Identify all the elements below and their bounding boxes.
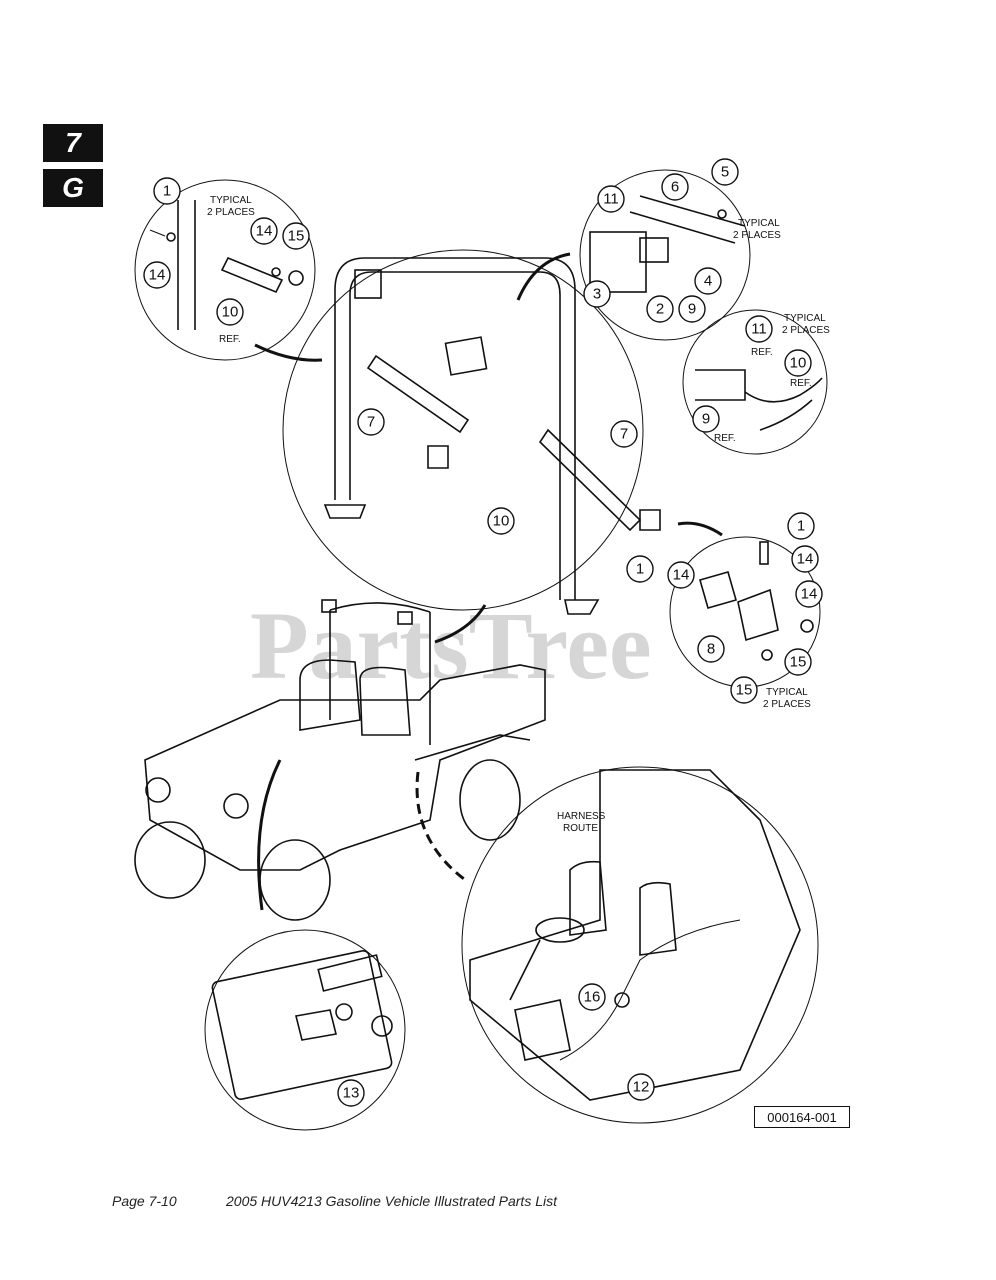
callout: 7 xyxy=(610,420,638,448)
callout: 10 xyxy=(784,349,812,377)
callout: 13 xyxy=(337,1079,365,1107)
svg-text:12: 12 xyxy=(633,1079,650,1096)
svg-text:3: 3 xyxy=(593,286,601,303)
svg-text:15: 15 xyxy=(288,228,305,245)
chapter-tab: 7 xyxy=(43,124,103,162)
note-typical-3: TYPICAL xyxy=(784,313,826,324)
callout: 2 xyxy=(646,295,674,323)
callout: 1 xyxy=(626,555,654,583)
svg-text:9: 9 xyxy=(688,301,696,318)
svg-text:8: 8 xyxy=(707,641,715,658)
arrow-panel-to-vehicle xyxy=(257,759,282,911)
note-typical-1: TYPICAL xyxy=(210,195,252,206)
svg-text:14: 14 xyxy=(149,267,166,284)
note-route: ROUTE xyxy=(563,823,598,834)
watermark: PartsTree xyxy=(250,592,652,699)
callout: 9 xyxy=(692,405,720,433)
svg-text:9: 9 xyxy=(702,411,710,428)
svg-text:16: 16 xyxy=(584,989,601,1006)
callout: 8 xyxy=(697,635,725,663)
note-places-4: 2 PLACES xyxy=(763,699,811,710)
arrow-clamp-to-rollbar xyxy=(254,343,323,362)
note-ref-1: REF. xyxy=(219,334,241,345)
svg-text:1: 1 xyxy=(163,183,171,200)
svg-text:14: 14 xyxy=(797,551,814,568)
figure-id-box: 000164-001 xyxy=(754,1106,850,1128)
svg-text:14: 14 xyxy=(256,223,273,240)
note-harness: HARNESS xyxy=(557,811,606,822)
svg-text:7: 7 xyxy=(620,426,628,443)
panel-detail-circle xyxy=(204,929,406,1131)
svg-text:7: 7 xyxy=(367,414,375,431)
callout: 3 xyxy=(583,280,611,308)
note-typical-2: TYPICAL xyxy=(738,218,780,229)
callout: 10 xyxy=(216,298,244,326)
svg-text:14: 14 xyxy=(673,567,690,584)
arrow-harness-to-vehicle xyxy=(415,771,469,884)
light-detail-circle xyxy=(579,169,751,341)
note-places-2: 2 PLACES xyxy=(733,230,781,241)
note-places-3: 2 PLACES xyxy=(782,325,830,336)
svg-text:1: 1 xyxy=(797,518,805,535)
harness-detail-circle xyxy=(461,766,819,1124)
bracket-detail xyxy=(699,541,814,661)
vehicle-illustration xyxy=(134,599,546,921)
arrow-rollbar-to-vehicle xyxy=(434,604,487,644)
svg-text:10: 10 xyxy=(222,304,239,321)
note-ref-4: REF. xyxy=(714,433,736,444)
note-ref-3: REF. xyxy=(790,378,812,389)
harness-detail xyxy=(469,769,801,1101)
callout: 14 xyxy=(791,545,819,573)
arrow-bracket-to-rollbar xyxy=(677,521,723,537)
svg-text:13: 13 xyxy=(343,1085,360,1102)
svg-text:6: 6 xyxy=(671,179,679,196)
svg-text:11: 11 xyxy=(603,191,619,208)
arrow-light-to-rollbar xyxy=(516,252,571,301)
callout: 15 xyxy=(730,676,758,704)
note-typical-4: TYPICAL xyxy=(766,687,808,698)
svg-text:14: 14 xyxy=(801,586,818,603)
svg-text:1: 1 xyxy=(636,561,644,578)
callout: 4 xyxy=(694,267,722,295)
section-tab: G xyxy=(43,169,103,207)
wiring-detail-circle xyxy=(682,309,828,455)
note-ref-2: REF. xyxy=(751,347,773,358)
callout: 6 xyxy=(661,173,689,201)
callout: 7 xyxy=(357,408,385,436)
svg-text:10: 10 xyxy=(790,355,807,372)
callout: 10 xyxy=(487,507,515,535)
note-places-1: 2 PLACES xyxy=(207,207,255,218)
callout: 9 xyxy=(678,295,706,323)
rollbar-assembly xyxy=(323,257,661,615)
svg-text:4: 4 xyxy=(704,273,712,290)
svg-text:15: 15 xyxy=(736,682,753,699)
callout: 12 xyxy=(627,1073,655,1101)
callout: 11 xyxy=(597,185,625,213)
callout: 15 xyxy=(784,648,812,676)
callout: 14 xyxy=(143,261,171,289)
callout: 1 xyxy=(787,512,815,540)
panel-detail xyxy=(211,949,393,1101)
footer-document-title: 2005 HUV4213 Gasoline Vehicle Illustrate… xyxy=(226,1193,557,1209)
callout: 14 xyxy=(795,580,823,608)
clamp-detail xyxy=(149,200,304,330)
callout: 5 xyxy=(711,158,739,186)
callout: 16 xyxy=(578,983,606,1011)
footer-page-number: Page 7-10 xyxy=(112,1193,177,1209)
clamp-detail-circle xyxy=(134,179,316,361)
callout: 11 xyxy=(745,315,773,343)
svg-text:15: 15 xyxy=(790,654,807,671)
svg-text:5: 5 xyxy=(721,164,729,181)
callout: 15 xyxy=(282,222,310,250)
rollbar-detail-circle xyxy=(282,249,644,611)
light-detail xyxy=(589,195,746,293)
svg-text:2: 2 xyxy=(656,301,664,318)
svg-text:10: 10 xyxy=(493,513,510,530)
callout: 14 xyxy=(250,217,278,245)
callout: 1 xyxy=(153,177,181,205)
callout: 14 xyxy=(667,561,695,589)
wiring-detail xyxy=(695,369,823,431)
svg-text:11: 11 xyxy=(751,321,767,338)
